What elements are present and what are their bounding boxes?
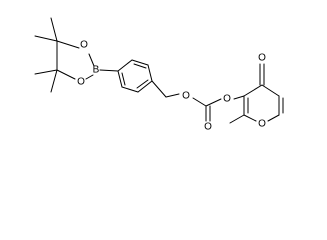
bond (50, 69, 58, 93)
pyranone-oxygen-label: O (258, 119, 266, 130)
carbonate-group (192, 95, 245, 122)
bond (56, 69, 76, 80)
boron-label: B (93, 65, 100, 76)
bond (56, 40, 80, 49)
bond (229, 114, 245, 124)
bond (261, 84, 280, 97)
bond (50, 17, 58, 42)
ketone-oxygen-label: O (258, 53, 266, 64)
bond (121, 72, 126, 86)
bond (151, 80, 167, 98)
bond (131, 59, 149, 66)
bond (133, 63, 147, 69)
bond (192, 97, 207, 107)
pinacol-methyls (34, 17, 58, 93)
ring-oxygen-label: O (77, 77, 85, 88)
bond (243, 84, 263, 97)
bond (99, 69, 119, 72)
bond (136, 79, 149, 89)
bond (34, 69, 58, 75)
bond (34, 35, 58, 42)
benzene-ring (117, 59, 153, 93)
bond (88, 53, 95, 67)
structure-diagram: O O B O O O O O (34, 17, 284, 133)
bond (165, 93, 180, 98)
pyranone-ring (229, 63, 284, 124)
carbonyl-oxygen-label: O (204, 122, 212, 133)
bond (233, 95, 245, 100)
bond (85, 74, 94, 80)
bond (117, 70, 123, 88)
dioxaborolane-ring (56, 40, 95, 80)
ester-oxygen-label: O (182, 91, 190, 102)
bond (137, 80, 153, 93)
bond (121, 86, 139, 93)
molecule-canvas: O O B O O O O O (34, 17, 284, 133)
bond (243, 114, 257, 122)
bond (267, 114, 280, 122)
bond (147, 64, 153, 82)
carbonate-oxygen-label: O (223, 94, 231, 105)
ring-oxygen-label: O (80, 40, 88, 51)
bond (205, 98, 222, 107)
bond (117, 59, 133, 72)
